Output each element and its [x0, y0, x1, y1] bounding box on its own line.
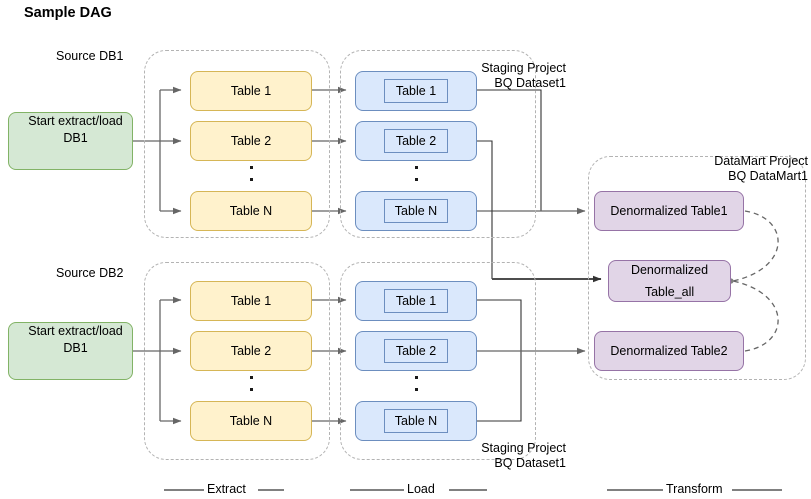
staging-caption-bottom-line2: BQ Dataset1 — [494, 456, 566, 470]
source-db2-caption: Source DB2 — [56, 266, 124, 280]
start-node-db1-line2: DB1 — [63, 130, 88, 145]
load-group-bottom — [340, 262, 536, 460]
extract-group-bottom — [144, 262, 330, 460]
denormalized-table2-label: Denormalized Table2 — [610, 343, 728, 358]
staging-caption-bottom-line1: Staging Project — [481, 441, 566, 455]
start-node-db2-line2: DB1 — [63, 340, 88, 355]
datamart-caption-line2: BQ DataMart1 — [728, 169, 808, 183]
load-group-top — [340, 50, 536, 238]
datamart-group — [588, 156, 806, 380]
load-top-table-1[interactable] — [355, 71, 477, 111]
extract-bottom-ellipsis — [244, 376, 258, 400]
extract-top-ellipsis — [244, 166, 258, 190]
source-db1-caption: Source DB1 — [56, 49, 124, 63]
denormalized-table2[interactable]: Denormalized Table2 — [594, 331, 744, 371]
load-bottom-table-2-label: Table 2 — [395, 344, 437, 358]
extract-bottom-table-1[interactable]: Table 1 — [190, 281, 312, 321]
extract-group-top — [144, 50, 330, 238]
extract-top-table-n-label: Table N — [229, 203, 273, 218]
extract-top-table-2-label: Table 2 — [230, 133, 272, 148]
extract-top-table-2[interactable]: Table 2 — [190, 121, 312, 161]
load-bottom-ellipsis — [409, 376, 423, 400]
load-top-table-n-label: Table N — [394, 204, 438, 218]
extract-bottom-table-2-label: Table 2 — [230, 343, 272, 358]
staging-caption-top-line2: BQ Dataset1 — [494, 76, 566, 90]
load-bottom-table-n-label: Table N — [394, 414, 438, 428]
load-bottom-table-n[interactable] — [355, 401, 477, 441]
staging-caption-top-line1: Staging Project — [481, 61, 566, 75]
start-node-db1[interactable]: Start extract/load DB1 — [8, 112, 133, 170]
start-node-db1-line1: Start extract/load — [28, 114, 123, 128]
load-top-table-2[interactable] — [355, 121, 477, 161]
load-top-table-1-label: Table 1 — [395, 84, 437, 98]
extract-bottom-table-1-label: Table 1 — [230, 293, 272, 308]
load-top-ellipsis — [409, 166, 423, 190]
load-bottom-table-n-inner: Table N — [384, 409, 448, 433]
extract-top-table-1-label: Table 1 — [230, 83, 272, 98]
load-bottom-table-2[interactable] — [355, 331, 477, 371]
start-node-db2[interactable]: Start extract/load DB1 — [8, 322, 133, 380]
load-bottom-table-1[interactable] — [355, 281, 477, 321]
denormalized-table-all[interactable]: Denormalized Table_all — [608, 260, 731, 302]
extract-bottom-table-2[interactable]: Table 2 — [190, 331, 312, 371]
denormalized-table1[interactable]: Denormalized Table1 — [594, 191, 744, 231]
stage-label-load: Load — [404, 482, 449, 496]
extract-top-table-1[interactable]: Table 1 — [190, 71, 312, 111]
load-bottom-table-1-label: Table 1 — [395, 294, 437, 308]
extract-bottom-table-n[interactable]: Table N — [190, 401, 312, 441]
denormalized-table-all-line2: Table_all — [644, 284, 695, 299]
load-top-table-n[interactable] — [355, 191, 477, 231]
load-top-table-1-inner: Table 1 — [384, 79, 448, 103]
start-node-db2-line1: Start extract/load — [28, 324, 123, 338]
load-top-table-2-inner: Table 2 — [384, 129, 448, 153]
stage-label-extract: Extract — [204, 482, 258, 496]
load-top-table-n-inner: Table N — [384, 199, 448, 223]
load-bottom-table-2-inner: Table 2 — [384, 339, 448, 363]
datamart-caption-line1: DataMart Project — [714, 154, 808, 168]
stage-label-transform: Transform — [663, 482, 732, 496]
load-top-table-2-label: Table 2 — [395, 134, 437, 148]
page-title: Sample DAG — [24, 5, 112, 21]
extract-bottom-table-n-label: Table N — [229, 413, 273, 428]
denormalized-table-all-line1: Denormalized — [630, 262, 709, 277]
extract-top-table-n[interactable]: Table N — [190, 191, 312, 231]
load-bottom-table-1-inner: Table 1 — [384, 289, 448, 313]
denormalized-table1-label: Denormalized Table1 — [610, 203, 728, 218]
